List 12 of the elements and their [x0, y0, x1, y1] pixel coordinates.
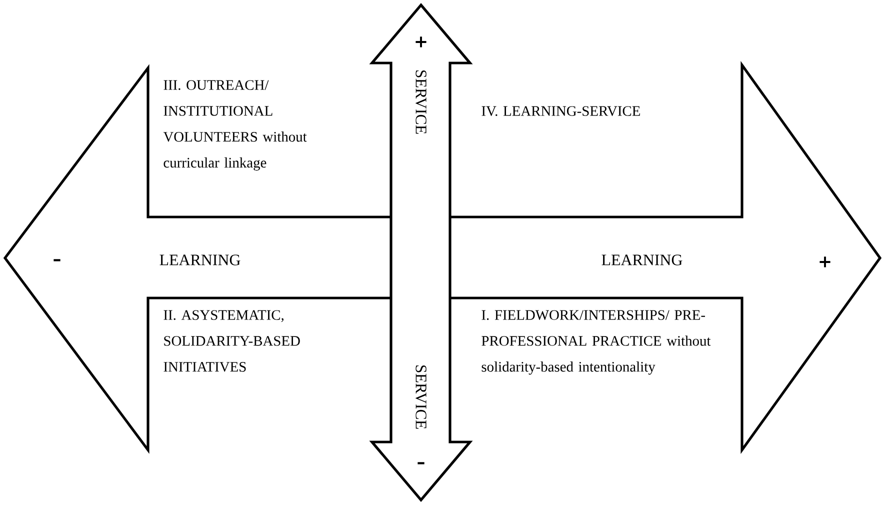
sign-symbol: –	[54, 259, 60, 262]
sign-symbol: +	[820, 256, 830, 268]
sign-symbol: –	[418, 462, 424, 464]
quadrant-label: II. ASYSTEMATIC, SOLIDARITY-BASED INITIATIVES	[164, 310, 300, 372]
sign-symbol: +	[416, 36, 426, 48]
quadrant-label: IV. LEARNING-SERVICE	[482, 106, 640, 116]
quadrant-label: I. FIELDWORK/INTERSHIPS/ PRE-PROFESSIONAL PRACTICE without solidarity-based intentionality	[482, 310, 711, 375]
axis-label: SERVICE	[416, 70, 426, 134]
axis-label: LEARNING	[602, 254, 682, 266]
axis-label: SERVICE	[416, 365, 426, 429]
quadrant-label: III. OUTREACH/ INSTITUTIONAL VOLUNTEERS without curricular linkage	[163, 80, 307, 171]
axis-label: LEARNING	[160, 254, 240, 266]
